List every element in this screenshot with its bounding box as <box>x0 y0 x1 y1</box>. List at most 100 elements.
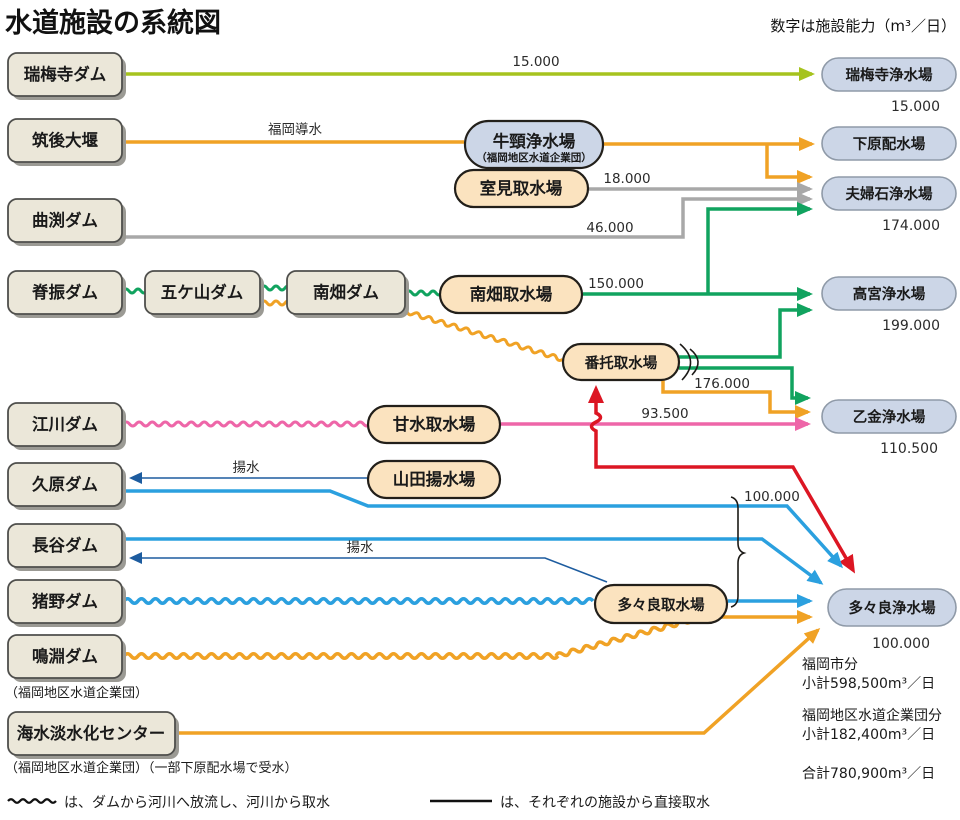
flow-label-minamihata: 150.000 <box>588 276 644 292</box>
dam-chikugo: 筑後大堰 <box>7 118 126 166</box>
flow-label-tatara-group: 100.000 <box>744 489 800 505</box>
wave-narufuchi-rise <box>554 614 700 658</box>
dam-zuibaiji: 瑞梅寺ダム <box>7 52 126 100</box>
legend: は、ダムから河川へ放流し、河川から取水 は、それぞれの施設から直接取水 <box>7 794 710 811</box>
dam-nagatani: 長谷ダム <box>7 523 126 571</box>
wave-narufuchi <box>122 652 560 660</box>
page-title: 水道施設の系統図 <box>5 7 221 39</box>
intake-amagi-label: 甘水取水場 <box>393 414 476 434</box>
dam-sefuri-label: 脊振ダム <box>31 282 98 302</box>
flow-lines <box>121 67 856 735</box>
intake-amagi: 甘水取水場 <box>366 404 502 445</box>
plant-meotoishi-label: 夫婦石浄水場 <box>846 185 933 203</box>
dam-minamihata-label: 南畑ダム <box>313 282 379 302</box>
wave-sefuri-gokayama <box>121 287 149 295</box>
note-kaisui: （福岡地区水道企業団）（一部下原配水場で受水） <box>5 760 298 776</box>
labels: 水道施設の系統図 数字は施設能力（m³／日） 15.000 福岡導水 18.00… <box>5 7 956 811</box>
desalination-center: 海水淡水化センター <box>7 711 179 759</box>
dam-narufuchi-label: 鳴淵ダム <box>32 646 98 666</box>
plant-otogana-capacity: 110.500 <box>880 441 938 457</box>
plant-tatara-capacity: 100.000 <box>872 636 930 652</box>
totals-block: 福岡市分 小計598,500m³／日 福岡地区水道企業団分 小計182,400m… <box>802 656 942 782</box>
dam-ino-label: 猪野ダム <box>32 591 98 611</box>
plant-zuibaiji: 瑞梅寺浄水場 15.000 <box>821 57 957 115</box>
intake-tatara-label: 多々良取水場 <box>618 596 705 614</box>
total-kigyodan-value: 小計182,400m³／日 <box>802 727 935 743</box>
dam-zuibaiji-label: 瑞梅寺ダム <box>24 64 107 84</box>
dam-gokayama: 五ケ山ダム <box>144 270 264 318</box>
flow-label-muromi: 18.000 <box>603 171 650 187</box>
dam-egawa: 江川ダム <box>7 402 126 450</box>
plant-ushikubi: 牛頸浄水場 （福岡地区水道企業団） <box>463 119 605 170</box>
brace-tatara-group <box>730 496 747 608</box>
note-narufuchi: （福岡地区水道企業団） <box>5 685 148 701</box>
flow-label-zuibaiji: 15.000 <box>512 54 559 70</box>
dam-magarifuchi: 曲渕ダム <box>7 198 126 246</box>
intake-minamihata-label: 南畑取水場 <box>470 284 553 304</box>
dam-narufuchi: 鳴淵ダム <box>7 634 126 682</box>
plant-shimobaru: 下原配水場 <box>821 126 957 161</box>
plant-ushikubi-label: 牛頸浄水場 <box>493 131 576 151</box>
hop-mark-bantaku-1 <box>679 343 692 381</box>
line-kaisui-tatara <box>176 627 821 735</box>
intake-bantaku: 番托取水場 <box>561 342 681 382</box>
plant-ushikubi-subtitle: （福岡地区水道企業団） <box>476 151 592 164</box>
line-magarifuchi-meotoishi <box>122 192 813 239</box>
dam-minamihata: 南畑ダム <box>286 270 409 318</box>
plant-zuibaiji-capacity: 15.000 <box>891 99 940 115</box>
intake-muromi: 室見取水場 <box>453 168 590 209</box>
legend-straight-text: は、それぞれの施設から直接取水 <box>500 794 710 811</box>
total-grand-value: 合計780,900m³／日 <box>802 766 935 782</box>
dam-sefuri: 脊振ダム <box>7 270 126 318</box>
line-nagatani-tatara <box>124 537 824 585</box>
dam-magarifuchi-label: 曲渕ダム <box>32 210 98 230</box>
intake-yamada-label: 山田揚水場 <box>393 469 476 489</box>
plant-meotoishi-capacity: 174.000 <box>882 218 940 234</box>
line-kubara-tatara <box>124 489 844 569</box>
line-minamihata-meotoishi-branch <box>706 202 813 294</box>
annotation-marks <box>679 343 747 608</box>
flow-label-bantaku-otogana: 176.000 <box>694 376 750 392</box>
wave-ino-tatara <box>122 597 595 605</box>
line-bantaku-takamiya <box>679 303 813 359</box>
intake-yamada: 山田揚水場 <box>366 459 502 500</box>
hop-mark-bantaku-2 <box>689 348 699 376</box>
legend-wavy-symbol <box>7 798 57 804</box>
dam-ino: 猪野ダム <box>7 579 126 627</box>
wave-minamihata-intake <box>404 289 444 297</box>
dam-gokayama-label: 五ケ山ダム <box>161 282 244 302</box>
legend-wavy-text: は、ダムから河川へ放流し、河川から取水 <box>64 795 330 811</box>
intake-muromi-label: 室見取水場 <box>480 178 563 198</box>
dam-nagatani-label: 長谷ダム <box>32 535 98 555</box>
plant-otogana: 乙金浄水場 110.500 <box>821 399 957 457</box>
plant-tatara: 多々良浄水場 100.000 <box>827 588 957 652</box>
plant-zuibaiji-label: 瑞梅寺浄水場 <box>846 66 933 84</box>
total-city-label: 福岡市分 <box>802 656 858 673</box>
unit-note: 数字は施設能力（m³／日） <box>770 17 956 35</box>
plant-takamiya-capacity: 199.000 <box>882 318 940 334</box>
dam-chikugo-label: 筑後大堰 <box>32 130 99 150</box>
dam-boxes: 瑞梅寺ダム 筑後大堰 曲渕ダム 脊振ダム 五ケ山ダム 南畑ダム 江川ダム 久原 <box>7 52 409 759</box>
intake-nodes: 室見取水場 南畑取水場 番托取水場 甘水取水場 山田揚水場 多々良取水場 <box>366 168 729 625</box>
intake-minamihata: 南畑取水場 <box>438 274 584 315</box>
plant-takamiya: 高宮浄水場 199.000 <box>821 276 957 334</box>
line-ushikubi-meotoishi-branch <box>765 144 813 184</box>
plant-shimobaru-label: 下原配水場 <box>853 135 926 153</box>
wave-minamihata-bantaku <box>400 307 564 362</box>
flow-label-yosui-kubara: 揚水 <box>233 459 260 476</box>
flow-label-fukuoka-dosui: 福岡導水 <box>268 122 322 138</box>
plant-takamiya-label: 高宮浄水場 <box>853 285 926 303</box>
total-city-value: 小計598,500m³／日 <box>802 676 935 692</box>
wave-gokayama-minamihata-green <box>259 284 293 292</box>
plant-meotoishi: 夫婦石浄水場 174.000 <box>821 176 957 234</box>
plant-tatara-label: 多々良浄水場 <box>849 599 936 617</box>
plant-otogana-label: 乙金浄水場 <box>853 408 926 426</box>
intake-bantaku-label: 番托取水場 <box>584 354 658 372</box>
intake-tatara: 多々良取水場 <box>593 583 729 625</box>
wave-gokayama-minamihata-orange <box>259 299 293 307</box>
line-bantaku-tatara-red <box>588 385 856 574</box>
total-kigyodan-label: 福岡地区水道企業団分 <box>802 707 942 724</box>
flow-label-amagi: 93.500 <box>641 406 688 422</box>
desalination-center-label: 海水淡水化センター <box>17 723 166 743</box>
